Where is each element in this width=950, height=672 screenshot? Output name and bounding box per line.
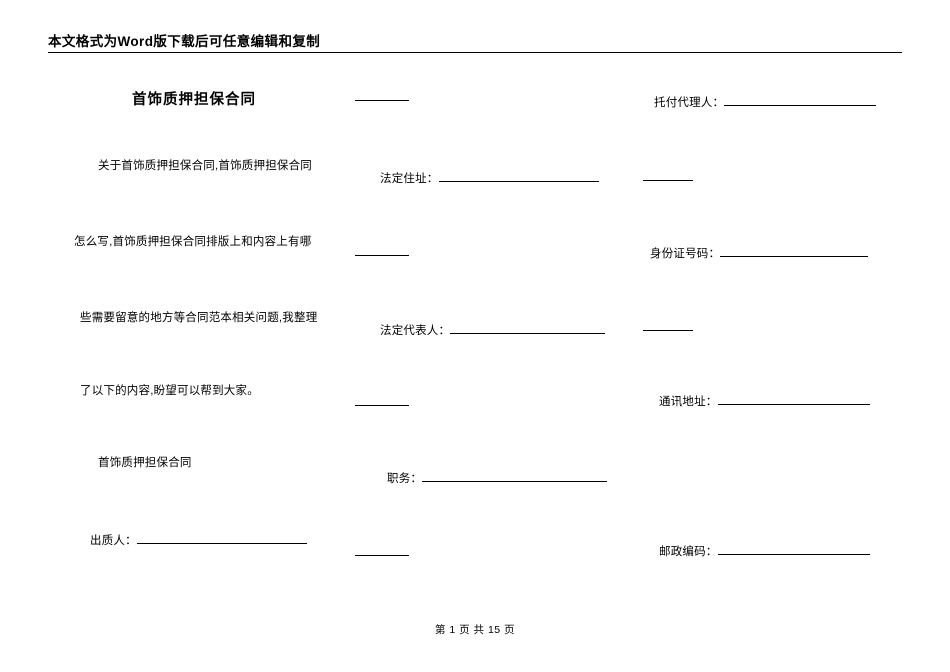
blank-rule-right-2[interactable]	[643, 330, 693, 331]
field-position-blank[interactable]	[422, 470, 608, 482]
field-mailing-address: 通讯地址：	[659, 393, 870, 410]
field-legal-address: 法定住址：	[380, 170, 599, 187]
intro-paragraph-line-3: 些需要留意的地方等合同范本相关问题,我整理	[80, 312, 318, 324]
field-pledgor-blank[interactable]	[136, 532, 307, 544]
field-pledgor: 出质人：	[90, 532, 307, 549]
field-postal-code-label: 邮政编码：	[659, 546, 718, 558]
field-postal-code: 邮政编码：	[659, 543, 870, 560]
intro-paragraph-line-1: 关于首饰质押担保合同,首饰质押担保合同	[98, 160, 312, 172]
intro-paragraph-line-2: 怎么写,首饰质押担保合同排版上和内容上有哪	[74, 236, 312, 248]
field-authorized-agent-blank[interactable]	[724, 94, 877, 106]
header-divider	[48, 52, 902, 53]
field-position-label: 职务：	[387, 473, 423, 485]
intro-paragraph-line-4: 了以下的内容,盼望可以帮到大家。	[80, 385, 259, 397]
blank-rule-mid-3[interactable]	[355, 405, 409, 406]
field-mailing-address-label: 通讯地址：	[659, 396, 718, 408]
field-postal-code-blank[interactable]	[717, 543, 870, 555]
blank-rule-mid-4[interactable]	[355, 555, 409, 556]
field-id-number-label: 身份证号码：	[650, 248, 721, 260]
page-footer: 第 1 页 共 15 页	[434, 624, 516, 636]
field-pledgor-label: 出质人：	[90, 535, 137, 547]
field-mailing-address-blank[interactable]	[717, 393, 870, 405]
document-header-notice: 本文格式为Word版下载后可任意编辑和复制	[48, 34, 321, 49]
field-legal-representative-blank[interactable]	[450, 322, 606, 334]
field-id-number: 身份证号码：	[650, 245, 869, 262]
field-legal-address-label: 法定住址：	[380, 173, 439, 185]
section-subtitle: 首饰质押担保合同	[98, 457, 192, 469]
document-title: 首饰质押担保合同	[132, 92, 256, 108]
field-legal-representative-label: 法定代表人：	[380, 325, 451, 337]
field-authorized-agent: 托付代理人：	[654, 94, 877, 111]
field-authorized-agent-label: 托付代理人：	[654, 97, 725, 109]
blank-rule-mid-1[interactable]	[355, 100, 409, 101]
field-legal-representative: 法定代表人：	[380, 322, 606, 339]
field-id-number-blank[interactable]	[720, 245, 869, 257]
field-position: 职务：	[387, 470, 608, 487]
blank-rule-right-1[interactable]	[643, 180, 693, 181]
field-legal-address-blank[interactable]	[438, 170, 599, 182]
blank-rule-mid-2[interactable]	[355, 255, 409, 256]
